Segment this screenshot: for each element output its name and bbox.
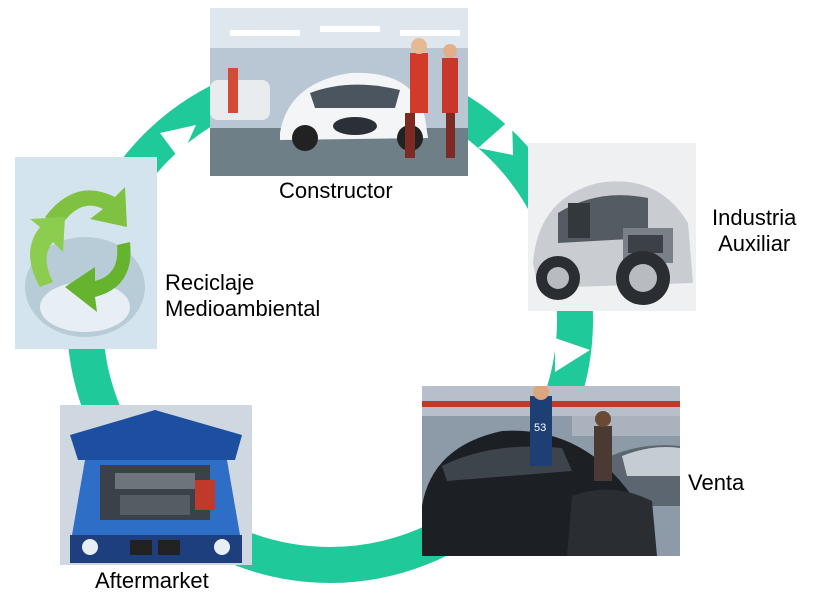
stage-label-constructor: Constructor: [279, 178, 393, 204]
stage-label-industria-auxiliar: Industria Auxiliar: [712, 205, 796, 257]
cycle-arrow-right: [555, 338, 590, 372]
car-dealership-photo: 53: [422, 386, 680, 556]
stage-label-venta-line-1: Venta: [688, 470, 745, 495]
stage-label-reciclaje-medioambiental: Reciclaje Medioambiental: [165, 270, 320, 322]
cycle-arrow-bottom: [313, 505, 345, 540]
svg-text:53: 53: [534, 422, 546, 434]
stage-label-industria-line-2: Auxiliar: [718, 231, 791, 256]
stage-label-aftermarket-line-1: Aftermarket: [95, 568, 209, 593]
engine-bay-photo: [60, 405, 252, 565]
stage-label-reciclaje-line-2: Medioambiental: [165, 296, 321, 321]
stage-label-constructor-line-1: Constructor: [279, 178, 393, 203]
stage-label-reciclaje-line-1: Reciclaje: [165, 270, 255, 295]
cycle-arrow-top-right: [478, 118, 513, 155]
car-chassis-photo: [528, 143, 696, 311]
stage-label-aftermarket: Aftermarket: [95, 568, 209, 594]
stage-label-venta: Venta: [688, 470, 744, 496]
stage-label-industria-line-1: Industria: [712, 205, 797, 230]
cycle-arrow-top-left: [160, 125, 196, 160]
recycling-symbol-photo: [15, 157, 157, 349]
car-factory-photo: [210, 8, 468, 176]
